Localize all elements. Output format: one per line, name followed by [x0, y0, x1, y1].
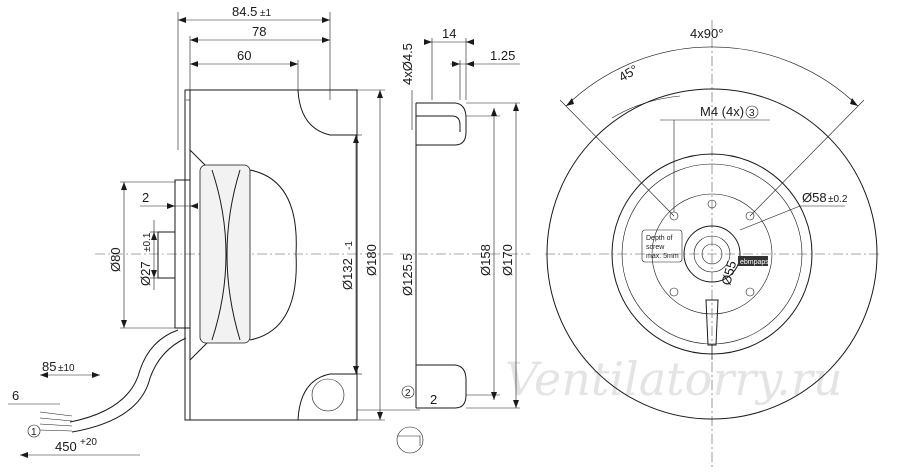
flange-view: 14 1.25 4xØ4.5 Ø125.5 Ø158 Ø170 — [400, 26, 530, 409]
cable: 85 ±10 6 450 +20 1 — [8, 329, 187, 458]
dim-overall-length-tol: ±1 — [260, 8, 271, 19]
dim-length-78: 78 — [252, 24, 266, 39]
front-view: 4x90° 45° M4 (4x) 3 Ø58 ±0.2 Ø55 Depth o… — [545, 20, 880, 470]
dim-holes: 4xØ4.5 — [400, 43, 415, 85]
dim-450-tol: +20 — [80, 437, 97, 448]
dim-125-5: Ø125.5 — [400, 253, 415, 296]
dim-dia-27: Ø27 — [138, 261, 153, 286]
dim-85: 85 — [42, 359, 56, 374]
dim-4x90: 4x90° — [690, 26, 723, 41]
depth-note-line2: screw — [646, 244, 665, 251]
dim-14: 14 — [442, 26, 456, 41]
dim-85-tol: ±10 — [58, 363, 75, 374]
dim-length-60: 60 — [237, 48, 251, 63]
dim-dia-80: Ø80 — [108, 247, 123, 272]
dim-158: Ø158 — [478, 244, 493, 276]
depth-note-line1: Depth of — [646, 235, 673, 242]
dim-45: 45° — [616, 62, 641, 85]
dim-58: Ø58 — [802, 190, 827, 205]
dim-1-25: 1.25 — [490, 48, 515, 63]
thread-label: M4 (4x) — [700, 104, 744, 119]
callout-3: 3 — [749, 108, 755, 119]
dim-dia-132-tol: -1 — [344, 241, 355, 250]
dim-dia-27-tol: ±0.1 — [142, 232, 153, 252]
dim-58-tol: ±0.2 — [828, 194, 848, 205]
dim-6: 6 — [12, 388, 19, 403]
watermark: Ventilatorry.ru — [505, 352, 842, 406]
dim-bottom-2: 2 — [430, 392, 437, 407]
dim-dia-180: Ø180 — [364, 244, 379, 276]
dim-overall-length: 84.5 — [232, 4, 257, 19]
callout-2: 2 — [405, 388, 411, 399]
depth-note-line3: max. 5mm — [646, 253, 679, 260]
callout-1: 1 — [31, 427, 37, 438]
dim-450: 450 — [55, 439, 77, 454]
dim-dia-132: Ø132 — [340, 258, 355, 290]
dim-offset-2: 2 — [142, 190, 149, 205]
side-view: 84.5 ±1 78 60 Ø80 — [95, 4, 437, 454]
brand-label: ebmpapst — [740, 259, 771, 266]
dim-55: Ø55 — [718, 259, 739, 287]
dim-170: Ø170 — [500, 244, 515, 276]
